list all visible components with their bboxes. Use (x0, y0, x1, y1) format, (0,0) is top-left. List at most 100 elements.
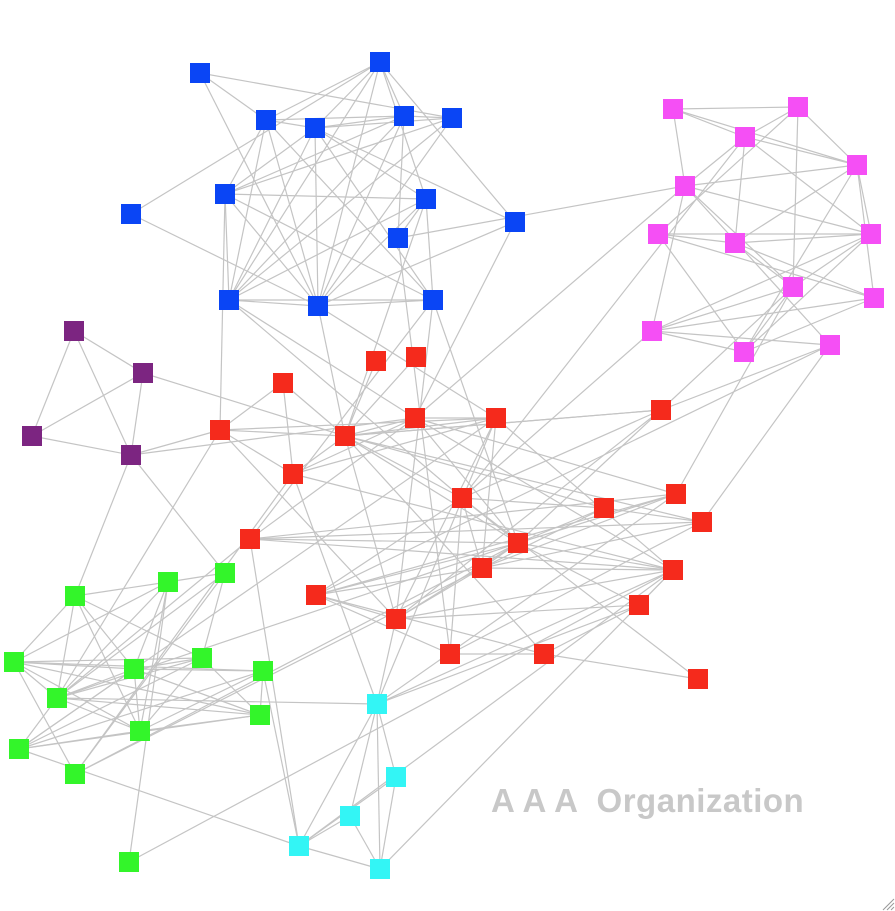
network-node-red[interactable] (273, 373, 293, 393)
network-edge (265, 115, 405, 121)
network-node-red[interactable] (210, 420, 230, 440)
network-edge (495, 417, 674, 571)
network-node-green[interactable] (119, 852, 139, 872)
network-node-blue[interactable] (308, 296, 328, 316)
network-edge (228, 119, 267, 301)
network-node-magenta[interactable] (725, 233, 745, 253)
network-node-blue[interactable] (256, 110, 276, 130)
network-node-magenta[interactable] (864, 288, 884, 308)
network-node-green[interactable] (130, 721, 150, 741)
network-node-magenta[interactable] (735, 127, 755, 147)
network-node-red[interactable] (472, 558, 492, 578)
network-node-green[interactable] (4, 652, 24, 672)
network-node-blue[interactable] (370, 52, 390, 72)
network-node-red[interactable] (534, 644, 554, 664)
network-node-red[interactable] (405, 408, 425, 428)
network-edge (314, 127, 427, 200)
network-edge (657, 106, 799, 235)
network-node-blue[interactable] (215, 184, 235, 204)
network-edge (56, 595, 76, 699)
network-node-purple[interactable] (121, 445, 141, 465)
network-edge (344, 360, 377, 437)
network-edge (481, 521, 703, 569)
network-edge (31, 435, 132, 456)
network-node-green[interactable] (158, 572, 178, 592)
edges-layer (13, 61, 875, 870)
network-edge (344, 435, 463, 499)
network-node-purple[interactable] (133, 363, 153, 383)
network-node-green[interactable] (65, 586, 85, 606)
network-edge (73, 330, 144, 374)
network-node-red[interactable] (406, 347, 426, 367)
network-edge (344, 435, 519, 544)
network-edge (461, 409, 662, 499)
network-node-magenta[interactable] (675, 176, 695, 196)
network-node-magenta[interactable] (648, 224, 668, 244)
network-edge (224, 119, 267, 195)
network-node-magenta[interactable] (642, 321, 662, 341)
network-node-purple[interactable] (22, 426, 42, 446)
network-edge (314, 127, 516, 223)
network-edge (414, 221, 516, 419)
network-node-blue[interactable] (394, 106, 414, 126)
network-node-cyan[interactable] (370, 859, 390, 879)
network-node-cyan[interactable] (386, 767, 406, 787)
network-node-blue[interactable] (121, 204, 141, 224)
network-node-red[interactable] (283, 464, 303, 484)
network-node-blue[interactable] (423, 290, 443, 310)
network-node-magenta[interactable] (847, 155, 867, 175)
network-node-green[interactable] (124, 659, 144, 679)
network-node-blue[interactable] (305, 118, 325, 138)
network-node-purple[interactable] (64, 321, 84, 341)
network-edge (376, 493, 677, 705)
network-edge (292, 473, 378, 705)
network-node-magenta[interactable] (788, 97, 808, 117)
network-node-red[interactable] (452, 488, 472, 508)
network-edge (315, 344, 831, 596)
network-node-blue[interactable] (190, 63, 210, 83)
network-node-red[interactable] (440, 644, 460, 664)
network-node-blue[interactable] (416, 189, 436, 209)
network-node-red[interactable] (666, 484, 686, 504)
network-node-red[interactable] (306, 585, 326, 605)
network-node-red[interactable] (594, 498, 614, 518)
network-node-red[interactable] (651, 400, 671, 420)
network-node-blue[interactable] (219, 290, 239, 310)
network-node-blue[interactable] (442, 108, 462, 128)
network-node-magenta[interactable] (734, 342, 754, 362)
network-node-green[interactable] (250, 705, 270, 725)
network-node-red[interactable] (692, 512, 712, 532)
network-node-red[interactable] (386, 609, 406, 629)
network-edge (133, 581, 169, 670)
network-node-blue[interactable] (388, 228, 408, 248)
network-node-green[interactable] (65, 764, 85, 784)
network-node-green[interactable] (9, 739, 29, 759)
network-node-cyan[interactable] (289, 836, 309, 856)
network-node-green[interactable] (215, 563, 235, 583)
network-edge (344, 435, 703, 523)
network-node-red[interactable] (366, 351, 386, 371)
network-node-blue[interactable] (505, 212, 525, 232)
network-edge (249, 417, 416, 540)
network-node-magenta[interactable] (663, 99, 683, 119)
network-node-cyan[interactable] (367, 694, 387, 714)
network-edge (376, 618, 397, 705)
network-node-green[interactable] (253, 661, 273, 681)
network-node-red[interactable] (629, 595, 649, 615)
network-node-magenta[interactable] (861, 224, 881, 244)
network-node-red[interactable] (486, 408, 506, 428)
network-edge (743, 286, 794, 353)
network-node-red[interactable] (240, 529, 260, 549)
network-node-red[interactable] (335, 426, 355, 446)
network-edge (314, 117, 453, 129)
network-node-red[interactable] (688, 669, 708, 689)
network-node-red[interactable] (508, 533, 528, 553)
network-node-cyan[interactable] (340, 806, 360, 826)
network-node-magenta[interactable] (783, 277, 803, 297)
network-node-red[interactable] (663, 560, 683, 580)
network-node-green[interactable] (47, 688, 67, 708)
network-node-green[interactable] (192, 648, 212, 668)
network-node-magenta[interactable] (820, 335, 840, 355)
resize-grip-icon[interactable] (879, 895, 895, 911)
network-edge (130, 213, 319, 307)
